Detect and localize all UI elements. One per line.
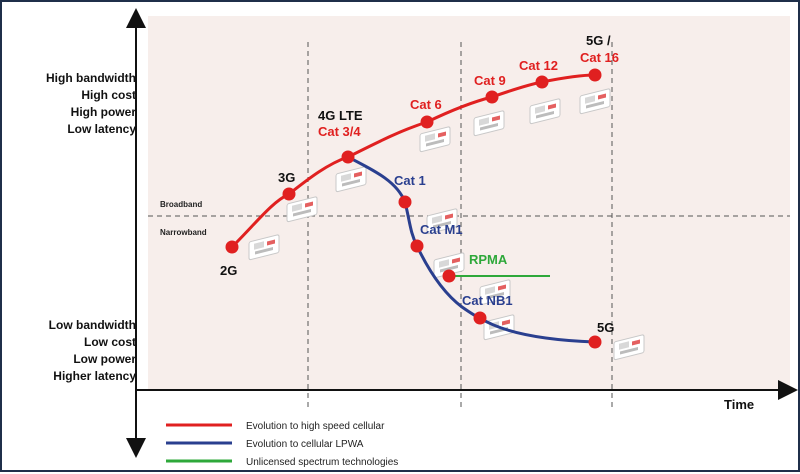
y-top-label-2: High cost [81,88,136,102]
label-cat12: Cat 12 [519,58,558,73]
node-2g [225,240,239,254]
label-3g: 3G [278,170,295,185]
label-rpma: RPMA [469,252,508,267]
y-top-label-4: Low latency [67,122,136,136]
y-top-label-3: High power [71,105,137,119]
node-lte [341,150,355,164]
label-2g: 2G [220,263,237,278]
y-bottom-label-2: Low cost [84,335,136,349]
node-cat1 [398,195,412,209]
y-bottom-label-3: Low power [73,352,136,366]
legend-label-lpwa: Evolution to cellular LPWA [246,439,364,450]
node-cat12 [535,75,549,89]
label-5g-slash: 5G / [586,33,611,48]
label-cat1: Cat 1 [394,173,426,188]
label-cat16: Cat 16 [580,50,619,65]
node-cat16 [588,68,602,82]
y-bottom-label-1: Low bandwidth [49,318,136,332]
label-catnb1: Cat NB1 [462,293,513,308]
node-rpma [442,269,456,283]
label-4g-lte: 4G LTE [318,108,363,123]
label-cat9: Cat 9 [474,73,506,88]
y-bottom-label-4: Higher latency [53,369,136,383]
broadband-label: Broadband [160,200,202,209]
label-cat34: Cat 3/4 [318,124,361,139]
node-cat9 [485,90,499,104]
label-catm1: Cat M1 [420,222,463,237]
legend-label-unlicensed: Unlicensed spectrum technologies [246,457,398,468]
node-3g [282,187,296,201]
plot-area [148,16,790,390]
node-cat6 [420,115,434,129]
narrowband-label: Narrowband [160,228,207,237]
label-cat6: Cat 6 [410,97,442,112]
x-axis-label: Time [724,397,754,412]
node-catm1 [410,239,424,253]
node-5g-lpwa [588,335,602,349]
node-catnb1 [473,311,487,325]
label-5g: 5G [597,320,614,335]
legend-label-high-speed: Evolution to high speed cellular [246,421,385,432]
y-top-label-1: High bandwidth [46,71,136,85]
